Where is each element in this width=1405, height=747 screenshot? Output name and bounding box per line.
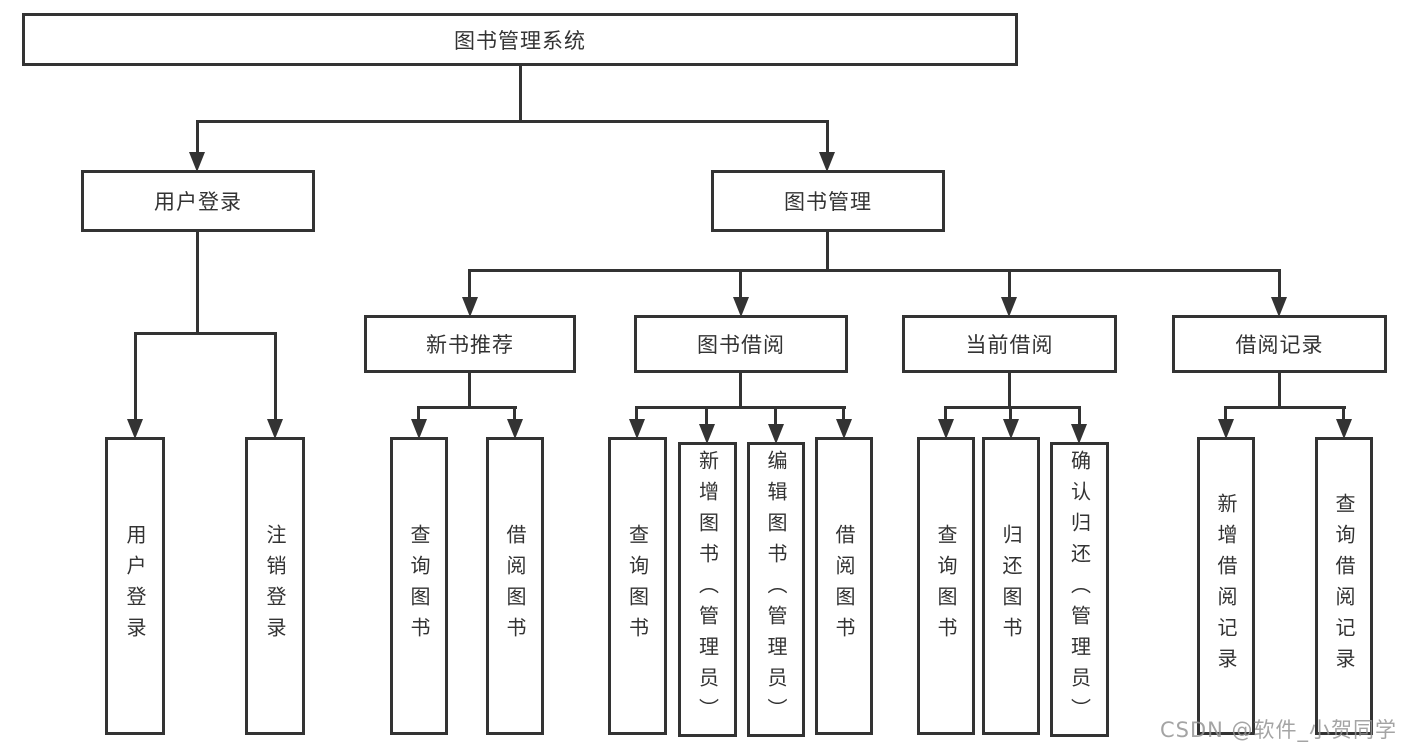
connector-line [196,120,199,156]
leaf-records-query-record: 查询借阅记录 [1315,437,1373,735]
connector-line [1278,370,1281,408]
connector-line [842,406,845,422]
connector-line [1009,406,1012,422]
connector-line [1342,406,1345,422]
node-new-book-recommend: 新书推荐 [364,315,576,373]
connector-line [513,406,516,422]
leaf-borrowing-query-books-label: 查询图书 [625,524,650,648]
node-current-borrowing-label: 当前借阅 [965,333,1054,357]
connector-line [635,406,638,422]
connector-line [468,269,1281,272]
leaf-newbooks-borrow-books-label: 借阅图书 [503,524,527,648]
connector-line [134,332,277,335]
leaf-current-query-books-label: 查询图书 [934,524,958,648]
connector-line [1224,406,1227,422]
connector-line [468,370,471,408]
leaf-borrowing-add-books-admin-label: 新增图书（管理员） [695,450,720,729]
arrowhead [819,152,835,172]
arrowhead [462,297,478,317]
connector-line [739,269,742,301]
node-current-borrowing: 当前借阅 [902,315,1117,373]
arrowhead [733,297,749,317]
csdn-watermark: CSDN @软件_小贺同学 [1160,718,1398,742]
arrowhead [1271,297,1287,317]
leaf-borrowing-edit-books-admin: 编辑图书（管理员） [747,442,805,737]
arrowhead [127,419,143,439]
arrowhead [1001,297,1017,317]
leaf-records-add-record-label: 新增借阅记录 [1214,493,1238,679]
connector-line [774,406,777,426]
arrowhead [768,424,784,444]
leaf-borrowing-add-books-admin: 新增图书（管理员） [678,442,737,737]
connector-line [1278,269,1281,301]
leaf-current-confirm-return-admin: 确认归还（管理员） [1050,442,1109,737]
leaf-newbooks-query-books: 查询图书 [390,437,448,735]
node-borrowing-records-label: 借阅记录 [1235,333,1324,357]
leaf-borrowing-borrow-books: 借阅图书 [815,437,873,735]
connector-line [1008,269,1011,301]
connector-line [1008,370,1011,408]
arrowhead [507,419,523,439]
leaf-records-query-record-label: 查询借阅记录 [1332,493,1356,679]
arrowhead [938,419,954,439]
connector-line [635,406,846,409]
node-borrowing-records: 借阅记录 [1172,315,1387,373]
connector-line [1224,406,1346,409]
connector-line [705,406,708,426]
leaf-borrowing-edit-books-admin-label: 编辑图书（管理员） [764,450,788,729]
leaf-records-add-record: 新增借阅记录 [1197,437,1255,735]
connector-line [417,406,517,409]
leaf-newbooks-borrow-books: 借阅图书 [486,437,544,735]
node-new-book-recommend-label: 新书推荐 [426,333,514,357]
leaf-newbooks-query-books-label: 查询图书 [407,524,431,648]
connector-line [944,406,1081,409]
arrowhead [189,152,205,172]
connector-line [739,370,742,408]
connector-line [944,406,947,422]
node-book-management-label: 图书管理 [784,190,872,214]
node-user-login-label: 用户登录 [154,190,242,214]
connector-line [826,120,829,156]
connector-line [468,269,471,301]
arrowhead [411,419,427,439]
connector-line [1078,406,1081,426]
leaf-logout: 注销登录 [245,437,305,735]
connector-line [417,406,420,422]
leaf-current-return-books-label: 归还图书 [999,524,1023,648]
leaf-logout-label: 注销登录 [263,524,287,648]
connector-line [826,230,829,272]
node-library-system: 图书管理系统 [22,13,1018,66]
node-book-borrowing-label: 图书借阅 [697,333,785,357]
arrowhead [267,419,283,439]
node-book-borrowing: 图书借阅 [634,315,848,373]
arrowhead [629,419,645,439]
leaf-user-login: 用户登录 [105,437,165,735]
arrowhead [1218,419,1234,439]
leaf-current-confirm-return-admin-label: 确认归还（管理员） [1067,450,1092,729]
arrowhead [1336,419,1352,439]
connector-line [274,332,277,422]
arrowhead [699,424,715,444]
connector-line [196,230,199,335]
connector-line [134,332,137,422]
leaf-user-login-label: 用户登录 [123,524,147,648]
arrowhead [1003,419,1019,439]
node-library-system-label: 图书管理系统 [454,28,586,53]
leaf-current-query-books: 查询图书 [917,437,975,735]
leaf-borrowing-query-books: 查询图书 [608,437,667,735]
connector-line [519,63,522,123]
arrowhead [1071,424,1087,444]
connector-line [196,120,829,123]
leaf-current-return-books: 归还图书 [982,437,1040,735]
leaf-borrowing-borrow-books-label: 借阅图书 [832,524,856,648]
arrowhead [836,419,852,439]
node-user-login: 用户登录 [81,170,315,232]
node-book-management: 图书管理 [711,170,945,232]
